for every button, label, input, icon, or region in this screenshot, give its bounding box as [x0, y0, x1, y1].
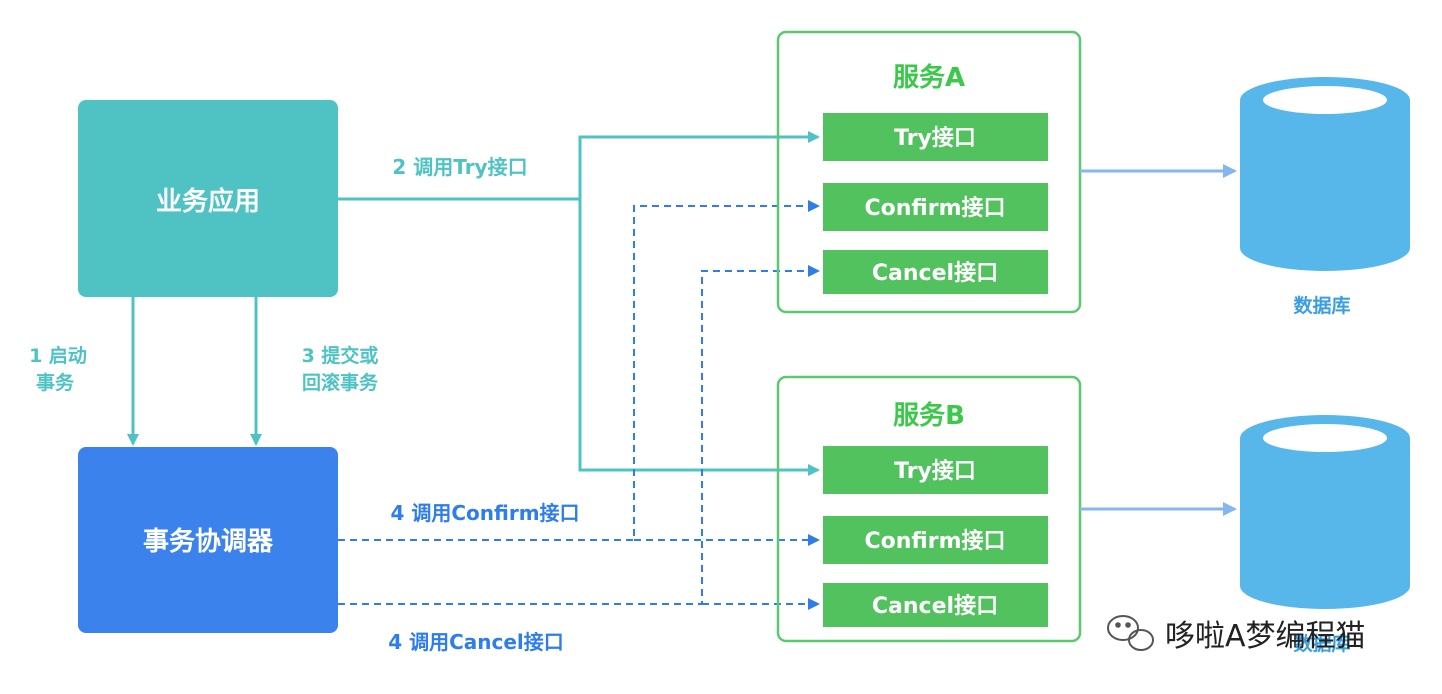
database-b-label: 数据库 — [1293, 632, 1350, 655]
call-cancel-label: 4 调用Cancel接口 — [388, 630, 564, 654]
service-a-box: 服务A Try接口 Confirm接口 Cancel接口 — [776, 30, 1082, 314]
start-tx-label-line2: 事务 — [36, 371, 75, 394]
service-a-cancel-interface — [823, 250, 1048, 294]
business-app-box: 业务应用 — [78, 100, 338, 297]
service-b-box: 服务B Try接口 Confirm接口 Cancel接口 — [776, 375, 1082, 643]
service-b-confirm-interface — [823, 516, 1048, 564]
service-a-confirm-label: Confirm接口 — [864, 196, 1005, 221]
commit-rollback-label-line2: 回滚事务 — [302, 371, 379, 394]
start-tx-label-line1: 1 启动 — [29, 344, 87, 367]
service-a-confirm-interface — [823, 183, 1048, 231]
service-a-try-label: Try接口 — [894, 126, 976, 151]
service-b-try-interface — [823, 446, 1048, 494]
business-app-label: 业务应用 — [156, 186, 260, 217]
database-a-label: 数据库 — [1293, 294, 1350, 317]
service-a-try-interface — [823, 113, 1048, 161]
service-b-cancel-label: Cancel接口 — [872, 594, 998, 619]
database-a-icon — [1240, 77, 1410, 271]
coordinator-label: 事务协调器 — [143, 527, 274, 557]
service-a-title: 服务A — [893, 63, 965, 93]
service-b-title: 服务B — [893, 401, 965, 431]
watermark-text: 哆啦A梦编程猫 — [1165, 619, 1366, 654]
wechat-icon — [1107, 615, 1154, 651]
call-confirm-label: 4 调用Confirm接口 — [390, 501, 579, 525]
service-b-cancel-interface — [823, 583, 1048, 627]
watermark: 哆啦A梦编程猫 — [1107, 615, 1366, 654]
service-b-confirm-label: Confirm接口 — [864, 529, 1005, 554]
service-b-try-label: Try接口 — [894, 459, 976, 484]
confirm-call-lines — [338, 200, 820, 546]
cancel-call-lines — [338, 265, 820, 610]
coordinator-box: 事务协调器 — [78, 447, 338, 633]
commit-rollback-label-line1: 3 提交或 — [302, 344, 379, 367]
database-b-icon — [1240, 415, 1410, 609]
try-call-lines — [338, 131, 820, 476]
call-try-label: 2 调用Try接口 — [392, 155, 527, 179]
service-a-cancel-label: Cancel接口 — [872, 261, 998, 286]
